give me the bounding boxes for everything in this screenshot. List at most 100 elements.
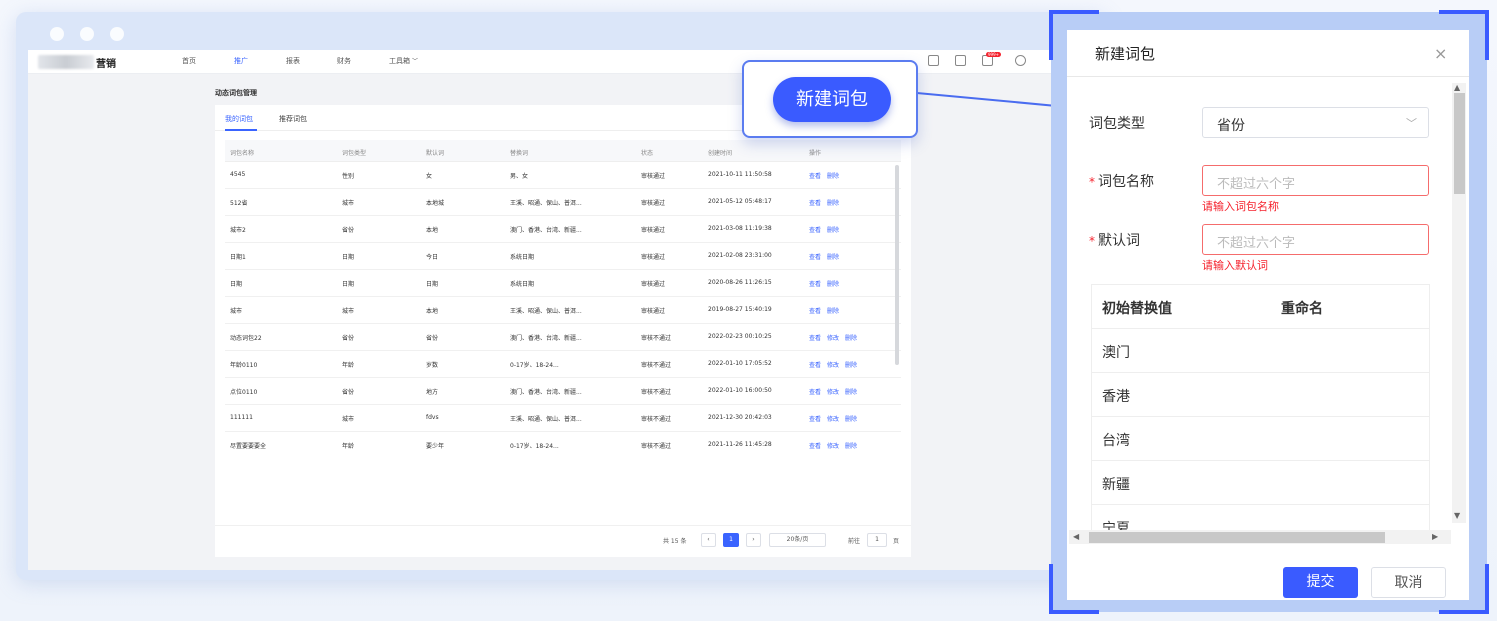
- cancel-button[interactable]: 取消: [1371, 567, 1446, 598]
- table-cell: 审核通过: [641, 281, 666, 288]
- page-size-select[interactable]: 20条/页: [769, 533, 826, 547]
- document-icon[interactable]: [955, 55, 966, 66]
- table-row: 台湾: [1092, 417, 1429, 461]
- column-header: 初始替换值: [1102, 301, 1172, 317]
- row-action-link[interactable]: 修改: [827, 416, 840, 423]
- close-icon[interactable]: ×: [1434, 44, 1448, 63]
- scroll-left-icon[interactable]: ◀: [1073, 532, 1080, 541]
- row-action-link[interactable]: 删除: [845, 389, 858, 396]
- row-action-link[interactable]: 查看: [809, 389, 822, 396]
- wordpack-name-label: *词包名称: [1089, 171, 1154, 191]
- row-action-link[interactable]: 修改: [827, 443, 840, 450]
- wordpack-type-select[interactable]: 省份 ﹀: [1202, 107, 1429, 138]
- row-action-link[interactable]: 查看: [809, 227, 822, 234]
- scroll-up-icon[interactable]: ▲: [1454, 83, 1461, 92]
- replacement-value: 台湾: [1102, 433, 1130, 449]
- row-action-link[interactable]: 查看: [809, 443, 822, 450]
- table-cell: 2021-12-30 20:42:03: [708, 414, 772, 421]
- row-action-link[interactable]: 删除: [845, 362, 858, 369]
- row-actions: 查看删除: [809, 252, 845, 261]
- row-action-link[interactable]: 修改: [827, 335, 840, 342]
- row-action-link[interactable]: 查看: [809, 254, 822, 261]
- default-word-input[interactable]: 不超过六个字: [1202, 224, 1429, 255]
- row-action-link[interactable]: 查看: [809, 281, 822, 288]
- table-cell: 地方: [426, 389, 439, 396]
- logo-image: [38, 55, 94, 69]
- frame-corner: [1439, 10, 1489, 60]
- tab-recommended-wordpacks[interactable]: 推荐词包: [279, 115, 307, 123]
- new-wordpack-dialog: 新建词包 × 词包类型 省份 ﹀ *词包名称 不超过六个字 请输入词包名称 *默…: [1067, 30, 1469, 600]
- nav-item-finance[interactable]: 财务: [337, 57, 351, 65]
- column-header: 状态: [641, 150, 654, 157]
- row-action-link[interactable]: 查看: [809, 362, 822, 369]
- row-action-link[interactable]: 删除: [827, 227, 840, 234]
- pagination-total: 共 15 条: [663, 538, 687, 545]
- scrollbar-thumb[interactable]: [1089, 532, 1385, 543]
- wordpack-name-input[interactable]: 不超过六个字: [1202, 165, 1429, 196]
- row-action-link[interactable]: 删除: [845, 416, 858, 423]
- goto-label: 前往: [848, 538, 861, 545]
- table-cell: 点位0110: [230, 389, 258, 396]
- row-action-link[interactable]: 删除: [845, 443, 858, 450]
- scrollbar-thumb[interactable]: [1454, 93, 1465, 194]
- row-action-link[interactable]: 修改: [827, 362, 840, 369]
- row-actions: 查看修改删除: [809, 387, 863, 396]
- row-action-link[interactable]: 删除: [845, 335, 858, 342]
- table-cell: 日期1: [230, 254, 246, 261]
- table-scrollbar[interactable]: [895, 165, 899, 365]
- scroll-down-icon[interactable]: ▼: [1454, 511, 1461, 520]
- row-actions: 查看删除: [809, 225, 845, 234]
- new-wordpack-button[interactable]: 新建词包: [773, 77, 891, 122]
- nav-item-reports[interactable]: 报表: [286, 57, 300, 65]
- row-action-link[interactable]: 修改: [827, 389, 840, 396]
- help-icon[interactable]: [1015, 55, 1026, 66]
- row-action-link[interactable]: 查看: [809, 173, 822, 180]
- frame-corner: [1439, 564, 1489, 614]
- table-cell: 岁数: [426, 362, 439, 369]
- table-cell: 省份: [426, 335, 439, 342]
- table-cell: 审核通过: [641, 173, 666, 180]
- tab-my-wordpacks[interactable]: 我的词包: [225, 115, 253, 123]
- table-cell: 0-17岁、18-24...: [510, 362, 559, 369]
- prev-page-button[interactable]: ‹: [701, 533, 716, 547]
- table-cell: 城市2: [230, 227, 246, 234]
- row-action-link[interactable]: 查看: [809, 335, 822, 342]
- dialog-vertical-scrollbar[interactable]: ▲ ▼: [1452, 83, 1466, 523]
- row-action-link[interactable]: 删除: [827, 254, 840, 261]
- row-actions: 查看修改删除: [809, 360, 863, 369]
- row-action-link[interactable]: 查看: [809, 308, 822, 315]
- required-mark: *: [1089, 234, 1095, 248]
- row-action-link[interactable]: 查看: [809, 200, 822, 207]
- table-cell: 动态词包22: [230, 335, 262, 342]
- goto-page-input[interactable]: 1: [867, 533, 887, 547]
- nav-item-label: 工具箱: [389, 57, 410, 65]
- replacement-value: 香港: [1102, 389, 1130, 405]
- row-action-link[interactable]: 删除: [827, 173, 840, 180]
- row-action-link[interactable]: 删除: [827, 308, 840, 315]
- dialog-body: 词包类型 省份 ﹀ *词包名称 不超过六个字 请输入词包名称 *默认词 不超过六…: [1067, 77, 1469, 547]
- table-cell: 男、女: [510, 173, 529, 180]
- table-row: 新疆: [1092, 461, 1429, 505]
- page-number-button[interactable]: 1: [723, 533, 739, 547]
- nav-item-home[interactable]: 首页: [182, 57, 196, 65]
- scroll-right-icon[interactable]: ▶: [1432, 532, 1439, 541]
- users-icon[interactable]: [928, 55, 939, 66]
- row-action-link[interactable]: 删除: [827, 281, 840, 288]
- table-cell: fdvs: [426, 414, 439, 421]
- nav-item-promotion[interactable]: 推广: [234, 57, 248, 65]
- column-header: 操作: [809, 150, 822, 157]
- nav-item-toolbox[interactable]: 工具箱﹀: [389, 56, 418, 66]
- table-cell: 0-17岁、18-24...: [510, 443, 559, 450]
- table-cell: 512省: [230, 200, 248, 207]
- next-page-button[interactable]: ›: [746, 533, 761, 547]
- window-dot: [80, 27, 94, 41]
- submit-button[interactable]: 提交: [1283, 567, 1358, 598]
- dialog-horizontal-scrollbar[interactable]: ◀ ▶: [1069, 530, 1451, 544]
- row-action-link[interactable]: 删除: [827, 200, 840, 207]
- row-action-link[interactable]: 查看: [809, 416, 822, 423]
- table-cell: 日期: [426, 281, 439, 288]
